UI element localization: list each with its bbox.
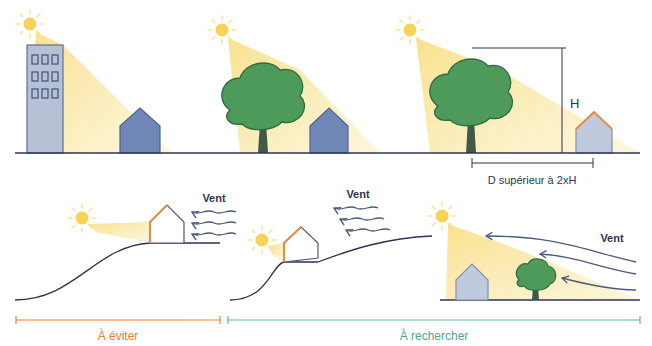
dimension-label: D supérieur à 2xH (488, 174, 577, 186)
panel-hilltop (15, 204, 236, 300)
dimension-label-holder: H (570, 94, 579, 112)
wind-label: Vent (202, 192, 225, 204)
bracket-label-holder: À éviter (98, 326, 139, 344)
wind-label: Vent (346, 188, 369, 200)
bracket-seek (228, 316, 640, 324)
dimension-label: H (570, 96, 579, 111)
dimension-label-holder: D supérieur à 2xH (488, 170, 577, 188)
wind-label-holder: Vent (600, 228, 623, 246)
wind-label: Vent (600, 232, 623, 244)
wind-label-holder: Vent (202, 188, 225, 206)
panel-windbreak (428, 202, 640, 300)
bracket-label: À rechercher (400, 329, 469, 343)
panel-slope (230, 207, 432, 300)
panel-building (16, 10, 172, 153)
bracket-avoid (16, 316, 220, 324)
panel-tree-far (396, 16, 640, 168)
bracket-label-holder: À rechercher (400, 326, 469, 344)
panel-tree-close (208, 16, 380, 153)
bracket-label: À éviter (98, 329, 139, 343)
wind-label-holder: Vent (346, 184, 369, 202)
